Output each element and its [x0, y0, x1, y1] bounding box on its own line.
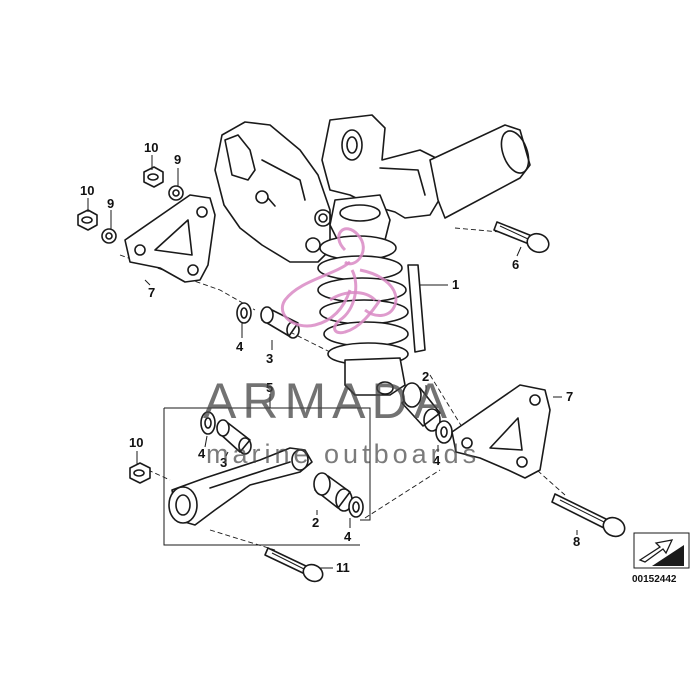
callout-10-left: 10 [80, 183, 94, 198]
callout-3-frame: 3 [220, 455, 227, 470]
arrow-icon-frame [633, 532, 690, 569]
callout-10-top: 10 [144, 140, 158, 155]
callout-4-right: 4 [433, 453, 441, 468]
callout-11: 11 [336, 560, 350, 575]
callout-2-top: 2 [422, 369, 429, 384]
callout-9-left: 9 [107, 196, 114, 211]
linkage-group [129, 407, 371, 583]
callout-6: 6 [512, 257, 519, 272]
callout-5: 5 [266, 380, 273, 395]
callout-4-left: 4 [236, 339, 244, 354]
leader-lines [87, 155, 578, 569]
callout-9-top: 9 [174, 152, 181, 167]
watermark-tagline: marine outboards [206, 439, 480, 469]
right-mount-hardware [401, 221, 626, 538]
callout-10-bottom: 10 [129, 435, 143, 450]
callout-4-frame: 4 [198, 446, 206, 461]
callout-2-bottom: 2 [312, 515, 319, 530]
watermark-logo [281, 227, 398, 335]
callout-1: 1 [452, 277, 459, 292]
callout-4-bottom: 4 [344, 529, 352, 544]
watermark-brand: ARMADA [203, 373, 453, 429]
arrow-icon-fill [652, 545, 684, 566]
direction-arrow-icon [638, 539, 674, 563]
callout-labels: 1 10 9 10 9 7 4 3 6 2 7 4 5 4 3 10 2 4 8… [80, 140, 580, 575]
shock-absorber [214, 114, 531, 396]
watermark: ARMADA marine outboards [203, 227, 480, 469]
left-mount-hardware [77, 166, 300, 339]
callout-3-left: 3 [266, 351, 273, 366]
callout-7-right: 7 [566, 389, 573, 404]
document-id: 00152442 [632, 574, 677, 585]
callout-8: 8 [573, 534, 580, 549]
callout-7-left: 7 [148, 285, 155, 300]
document-id-badge: 00152442 [632, 532, 690, 585]
